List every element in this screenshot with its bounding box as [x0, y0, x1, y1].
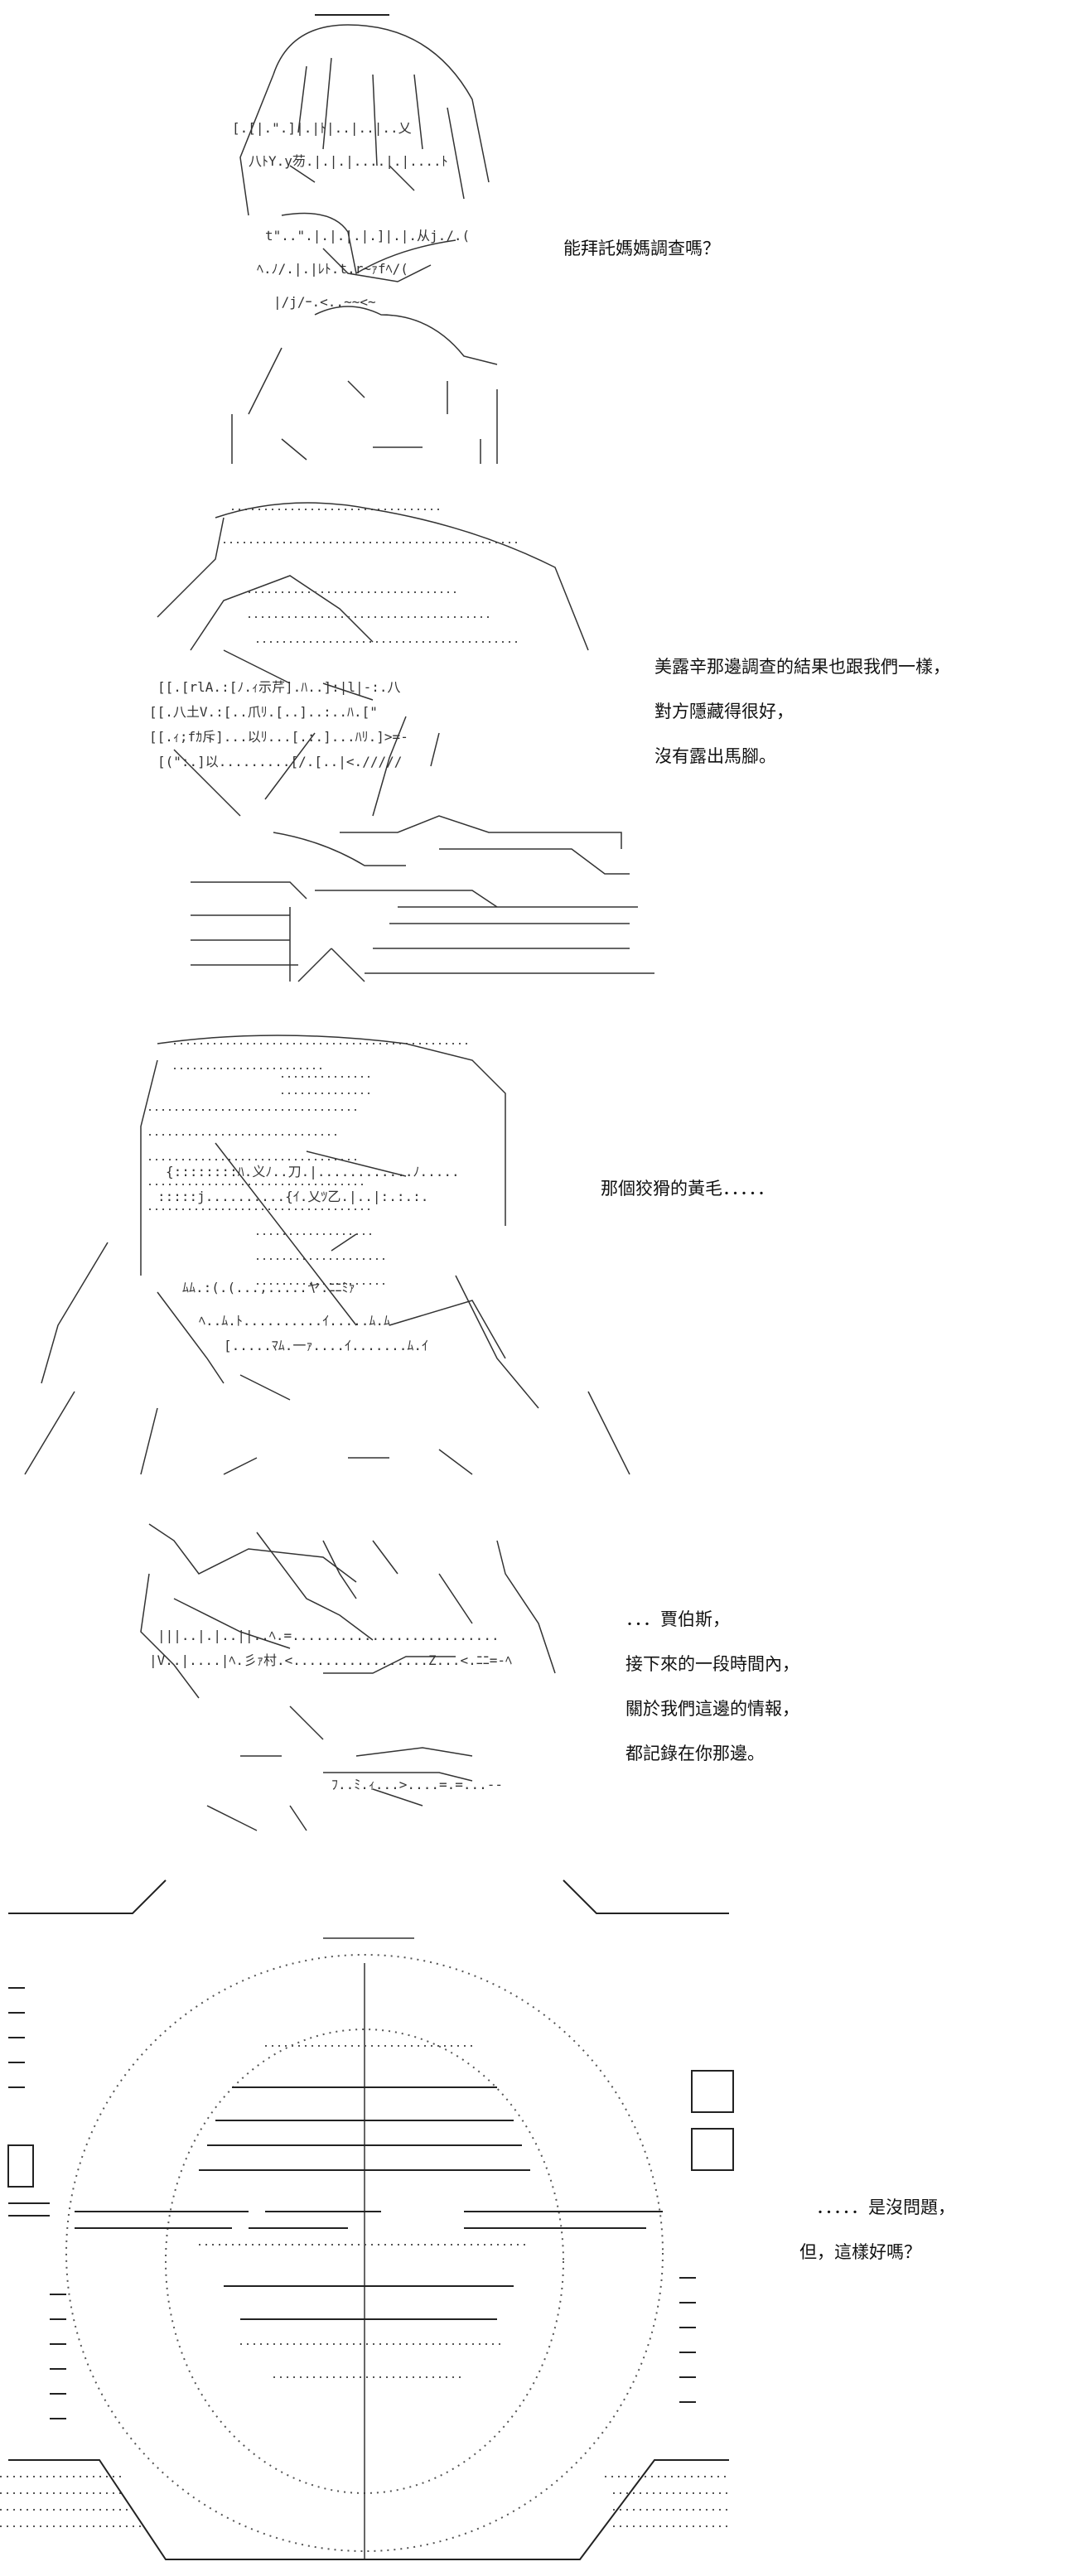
panel-1-dialogue: 能拜託媽媽調查嗎？ [563, 226, 720, 271]
svg-text:{::::::::ﾊ.义ﾉ..刀.|............: {::::::::ﾊ.义ﾉ..刀.|............ﾉ..... [166, 1164, 460, 1179]
svg-text:ﾍ..ﾑ.ﾄ..........ｲ.....ﾑ.ﾑ: ﾍ..ﾑ.ﾄ..........ｲ.....ﾑ.ﾑ [199, 1313, 390, 1329]
svg-text:[[.ｨ;fｶ斥]...以ﾘ...[.:.]...ﾊﾘ.]>: [[.ｨ;fｶ斥]...以ﾘ...[.:.]...ﾊﾘ.]>=- [149, 729, 408, 745]
svg-text::::::j..........{ｲ.乂ﾂ乙.|..|:.:: :::::j..........{ｲ.乂ﾂ乙.|..|:.:.:. [157, 1189, 428, 1204]
svg-text:|V..|....|ﾍ.彡ｧ村.<.............: |V..|....|ﾍ.彡ｧ村.<.................Z...<.… [149, 1652, 512, 1668]
panel-5-dialogue: ．．．．．是沒問題， 但，這樣好嗎？ [799, 2185, 955, 2275]
svg-text:[[.[rlA.:[ﾉ.ｨ示芹].ﾊ..]:|l|-:.八: [[.[rlA.:[ﾉ.ｨ示芹].ﾊ..]:|l|-:.八 [157, 679, 401, 695]
panel-4-character-art: |||..|.|..||..ﾍ.=.......................… [124, 1507, 588, 1839]
dialogue-line: 但，這樣好嗎？ [799, 2242, 921, 2262]
svg-text:t"..".|.|.|.|.]|.|.从j./.(: t"..".|.|.|.|.]|.|.从j./.( [265, 228, 470, 244]
panel-4-dialogue: ．．．賈伯斯， 接下來的一段時間內， 關於我們這邊的情報， 都記錄在你那邊。 [625, 1597, 799, 1776]
dialogue-line: 美露辛那邊調查的結果也跟我們一樣， [654, 657, 950, 677]
dialogue-line: 都記錄在你那邊。 [625, 1744, 765, 1763]
dialogue-line: 關於我們這邊的情報， [625, 1699, 799, 1719]
panel-1-character-art: [.[|.".]|.|ﾄ|..|..|..乂 八ﾄY.y芴.|.|.|....|… [182, 0, 563, 472]
scene-horizon-lines [0, 1864, 729, 1938]
panel-2-character-art: [[.[rlA.:[ﾉ.ｨ示芹].ﾊ..]:|l|-:.八 [[.八土V.:[.… [124, 485, 671, 1015]
dialogue-line: 沒有露出馬腳。 [654, 746, 776, 766]
dialogue-line: ．．．．．是沒問題， [816, 2197, 955, 2217]
dialogue-line: ．．．賈伯斯， [625, 1609, 730, 1629]
dialogue-line: 對方隱藏得很好， [654, 702, 794, 721]
panel-3-dialogue: 那個狡猾的黃毛．．．．． [601, 1166, 775, 1211]
dialogue-line: 接下來的一段時間內， [625, 1654, 799, 1674]
dialogue-line: 能拜託媽媽調查嗎？ [563, 239, 720, 258]
svg-text:[.....ﾏﾑ.一ｧ....ｲ.......ﾑ.ｲ: [.....ﾏﾑ.一ｧ....ｲ.......ﾑ.ｲ [224, 1338, 428, 1353]
svg-text:|||..|.|..||..ﾍ.=.............: |||..|.|..||..ﾍ.=.......................… [157, 1628, 500, 1643]
svg-text:[.[|.".]|.|ﾄ|..|..|..乂: [.[|.".]|.|ﾄ|..|..|..乂 [232, 120, 412, 136]
svg-text:ﾍ.ﾉ/.|.|ﾚﾄ.t.r~ｧfﾍ/(: ﾍ.ﾉ/.|.|ﾚﾄ.t.r~ｧfﾍ/( [257, 261, 408, 277]
dialogue-line: 那個狡猾的黃毛．．．．． [601, 1179, 775, 1199]
svg-text:ﾑﾑ.:(.(...,.....ヤ.ﾆﾆﾐｧ: ﾑﾑ.:(.(...,.....ヤ.ﾆﾆﾐｧ [182, 1280, 355, 1295]
panel-5-sphere-art [0, 1930, 746, 2576]
panel-2-dialogue: 美露辛那邊調查的結果也跟我們一樣， 對方隱藏得很好， 沒有露出馬腳。 [654, 644, 950, 779]
svg-text:ﾌ..ﾐ.ｨ...>....=.=...--: ﾌ..ﾐ.ｨ...>....=.=...-- [331, 1777, 503, 1792]
svg-text:[(":.]以.........[/.[..|<./////: [(":.]以.........[/.[..|<.///// [157, 754, 402, 769]
svg-text:[[.八土V.:[..爪ﾘ.[..]..:..ﾊ.[": [[.八土V.:[..爪ﾘ.[..]..:..ﾊ.[" [149, 704, 378, 720]
panel-3-character-art: {::::::::ﾊ.义ﾉ..刀.|............ﾉ..... :::… [8, 1027, 638, 1491]
svg-text:八ﾄY.y芴.|.|.|....|.|....ﾄ: 八ﾄY.y芴.|.|.|....|.|....ﾄ [249, 153, 448, 169]
svg-text:|/j/ｰ.<..~~<~: |/j/ｰ.<..~~<~ [273, 294, 376, 310]
